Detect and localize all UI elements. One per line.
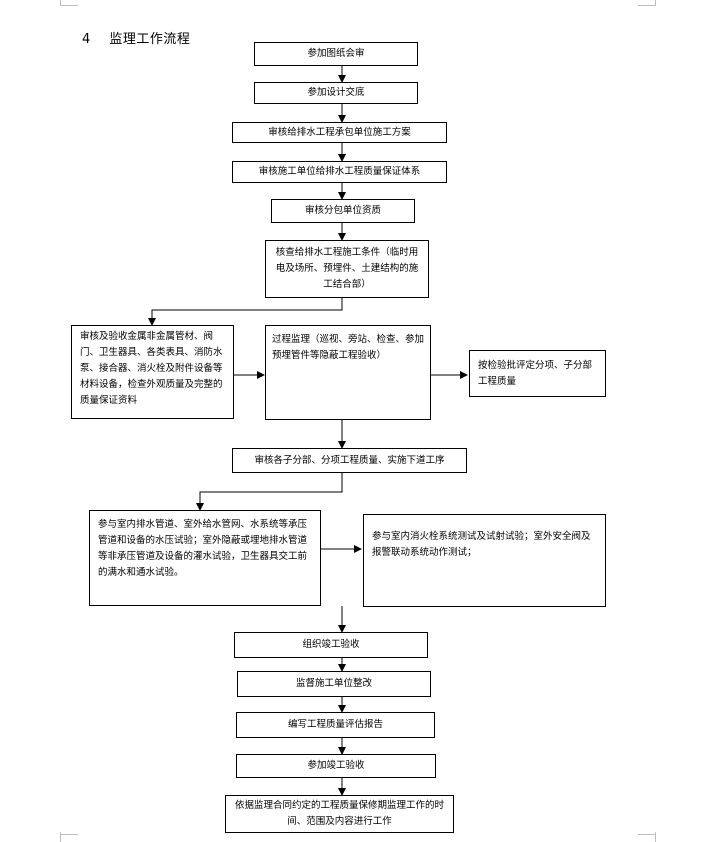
step-material-inspection: 审核及验收金属非金属管材、阀门、卫生器具、各类表具、消防水泵、接合器、消火栓及附… bbox=[71, 325, 234, 419]
step-quality-report-label: 编写工程质量评估报告 bbox=[287, 719, 383, 730]
section-heading: 4 监理工作流程 bbox=[82, 28, 190, 47]
crop-mark-bottom-right-h bbox=[638, 834, 656, 835]
step-fire-system-tests: 参与室内消火栓系统测试及试射试验；室外安全阀及报警联动系统动作测试； bbox=[363, 514, 606, 607]
crop-mark-bottom-left-h bbox=[60, 834, 78, 835]
crop-mark-top-left-h bbox=[60, 5, 78, 6]
step-supervise-rectification-label: 监督施工单位整改 bbox=[295, 678, 372, 689]
step-batch-evaluation: 按检验批评定分项、子分部工程质量 bbox=[469, 350, 606, 397]
step-drawing-review: 参加图纸会审 bbox=[254, 42, 418, 66]
step-process-supervision-label: 过程监理（巡视、旁站、检查、参加预埋管件等隐蔽工程验收） bbox=[272, 334, 425, 361]
step-pressure-tests-label: 参与室内排水管道、室外给水管网、水系统等承压管道和设备的水压试验；室外隐蔽或埋地… bbox=[98, 519, 308, 578]
step-subproject-quality-review-label: 审核各子分部、分项工程质量、实施下道工序 bbox=[254, 454, 445, 466]
step-design-briefing: 参加设计交底 bbox=[254, 82, 418, 104]
step-design-briefing-label: 参加设计交底 bbox=[307, 87, 365, 98]
step-fire-system-tests-label: 参与室内消火栓系统测试及试射试验；室外安全阀及报警联动系统动作测试； bbox=[372, 531, 591, 558]
arrow-s8-s9a bbox=[196, 473, 343, 511]
step-subcontractor-review-label: 审核分包单位资质 bbox=[304, 205, 381, 216]
step-quality-system-review: 审核施工单位给排水工程质量保证体系 bbox=[232, 161, 447, 183]
step-material-inspection-label: 审核及验收金属非金属管材、阀门、卫生器具、各类表具、消防水泵、接合器、消火栓及附… bbox=[80, 331, 223, 406]
step-construction-plan-review: 审核给排水工程承包单位施工方案 bbox=[232, 122, 447, 143]
step-batch-evaluation-label: 按检验批评定分项、子分部工程质量 bbox=[478, 359, 593, 387]
step-conditions-check-label: 核查给排水工程施工条件（临时用电及场所、预埋件、土建结构的施工结合部） bbox=[275, 247, 419, 290]
step-subproject-quality-review: 审核各子分部、分项工程质量、实施下道工序 bbox=[232, 448, 467, 473]
step-organize-acceptance: 组织竣工验收 bbox=[234, 632, 428, 658]
step-process-supervision: 过程监理（巡视、旁站、检查、参加预埋管件等隐蔽工程验收） bbox=[265, 325, 431, 420]
arrow-s6-s7a bbox=[148, 298, 343, 326]
step-attend-acceptance: 参加竣工验收 bbox=[236, 754, 436, 778]
step-warranty-supervision-label: 依据监理合同约定的工程质量保修期监理工作的时间、范围及内容进行工作 bbox=[234, 800, 444, 827]
step-supervise-rectification: 监督施工单位整改 bbox=[237, 671, 431, 697]
step-conditions-check: 核查给排水工程施工条件（临时用电及场所、预埋件、土建结构的施工结合部） bbox=[265, 240, 429, 298]
crop-mark-top-right bbox=[655, 0, 656, 6]
step-warranty-supervision: 依据监理合同约定的工程质量保修期监理工作的时间、范围及内容进行工作 bbox=[225, 795, 454, 833]
crop-mark-bottom-right bbox=[655, 832, 656, 842]
step-organize-acceptance-label: 组织竣工验收 bbox=[302, 639, 360, 650]
step-quality-report: 编写工程质量评估报告 bbox=[236, 712, 435, 738]
step-pressure-tests: 参与室内排水管道、室外给水管网、水系统等承压管道和设备的水压试验；室外隐蔽或埋地… bbox=[89, 510, 321, 606]
step-quality-system-review-label: 审核施工单位给排水工程质量保证体系 bbox=[258, 166, 421, 177]
step-subcontractor-review: 审核分包单位资质 bbox=[271, 199, 415, 223]
crop-mark-bottom-left bbox=[60, 832, 61, 842]
step-attend-acceptance-label: 参加竣工验收 bbox=[307, 760, 365, 771]
section-number: 4 bbox=[82, 32, 91, 47]
step-construction-plan-review-label: 审核给排水工程承包单位施工方案 bbox=[268, 126, 411, 138]
section-title: 监理工作流程 bbox=[109, 32, 191, 47]
crop-mark-top-left bbox=[60, 0, 61, 6]
step-drawing-review-label: 参加图纸会审 bbox=[307, 48, 365, 59]
crop-mark-top-right-h bbox=[638, 5, 656, 6]
